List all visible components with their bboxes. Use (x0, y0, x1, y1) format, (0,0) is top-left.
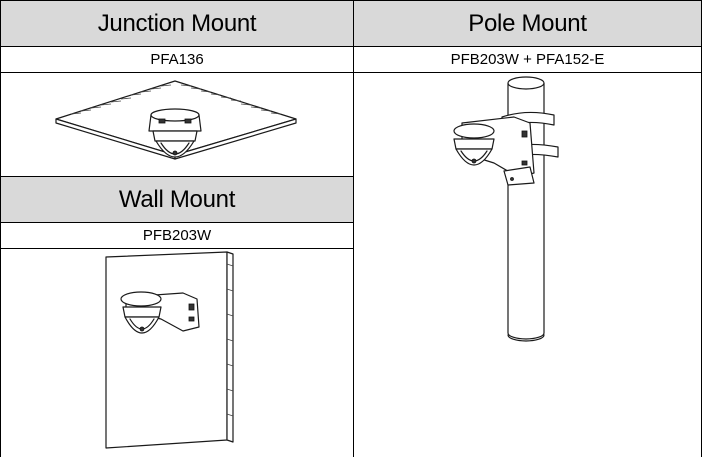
grid-line (0, 46, 702, 47)
pole-mount-illustration (453, 76, 559, 342)
wall-model-cell: PFB203W (1, 223, 353, 248)
wall-mount-illustration (105, 251, 234, 449)
junction-mount-header: Junction Mount (1, 1, 353, 46)
pole-mount-title: Pole Mount (468, 9, 587, 37)
junction-model-label: PFA136 (150, 51, 204, 68)
pole-model-cell: PFB203W + PFA152-E (354, 47, 701, 72)
junction-model-cell: PFA136 (1, 47, 353, 72)
wall-mount-title: Wall Mount (118, 185, 236, 213)
grid-line (0, 0, 1, 457)
pole-mount-header: Pole Mount (354, 1, 701, 46)
grid-line (0, 248, 353, 249)
grid-line (353, 0, 354, 457)
grid-line (0, 0, 702, 1)
junction-mount-title: Junction Mount (97, 9, 257, 37)
grid-line (0, 222, 353, 223)
grid-line (0, 176, 353, 177)
grid-line (0, 72, 702, 73)
pole-model-label: PFB203W + PFA152-E (450, 51, 605, 68)
wall-mount-header: Wall Mount (1, 177, 353, 222)
wall-model-label: PFB203W (142, 227, 212, 244)
junction-mount-illustration (55, 80, 297, 160)
